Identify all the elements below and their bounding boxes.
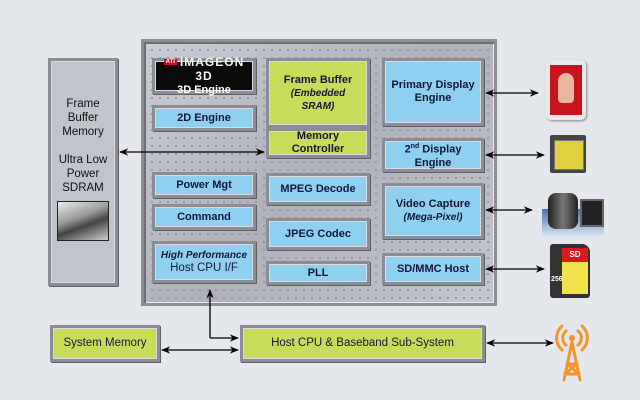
imageon-logo-text: IMAGEON 3D bbox=[179, 54, 245, 83]
mpeg-decode-block: MPEG Decode bbox=[266, 173, 370, 205]
video-capture-line2: (Mega-Pixel) bbox=[403, 212, 463, 223]
fb-memory-line: Memory bbox=[62, 126, 104, 138]
2d-engine-block: 2D Engine bbox=[152, 105, 256, 131]
frame-buffer-line1: Frame Buffer bbox=[283, 73, 353, 86]
second-display-num: 2 bbox=[404, 143, 411, 156]
primary-display-engine-block: Primary Display Engine bbox=[382, 58, 484, 126]
color-lcd-display-icon bbox=[546, 60, 586, 120]
command-label: Command bbox=[177, 210, 231, 223]
sd-mmc-host-label: SD/MMC Host bbox=[396, 262, 470, 275]
second-display-sup: nd bbox=[410, 143, 420, 151]
video-capture-block: Video Capture (Mega-Pixel) bbox=[382, 183, 484, 239]
jpeg-codec-block: JPEG Codec bbox=[266, 218, 370, 250]
ati-logo: ATI bbox=[163, 59, 177, 66]
sdram-line: Power bbox=[66, 168, 100, 180]
frame-buffer-memory-block: Frame Buffer Memory Ultra Low Power SDRA… bbox=[48, 58, 118, 286]
sd-card-capacity: 256 bbox=[551, 276, 563, 283]
memory-chip-photo-icon bbox=[57, 201, 109, 241]
sdram-line: SDRAM bbox=[62, 182, 104, 194]
frame-buffer-line3: SRAM) bbox=[301, 100, 335, 112]
host-cpu-interface-block: High Performance Host CPU I/F bbox=[152, 241, 256, 283]
power-mgt-label: Power Mgt bbox=[176, 178, 232, 191]
camera-sensor-icon bbox=[542, 185, 604, 237]
mono-lcd-display-icon bbox=[550, 135, 586, 173]
second-display-rest: Display bbox=[419, 143, 462, 156]
memory-controller-block: Memory Controller bbox=[266, 128, 370, 158]
system-memory-label: System Memory bbox=[63, 337, 147, 349]
system-memory-block: System Memory bbox=[50, 325, 160, 362]
frame-buffer-line2: (Embedded bbox=[290, 87, 346, 99]
host-cpu-baseband-block: Host CPU & Baseband Sub-System bbox=[240, 325, 485, 362]
fb-memory-line: Frame bbox=[66, 98, 100, 110]
memory-controller-line1: Memory bbox=[296, 130, 340, 142]
host-cpu-baseband-label: Host CPU & Baseband Sub-System bbox=[271, 337, 454, 349]
pll-label: PLL bbox=[307, 266, 329, 279]
second-display-line2: Engine bbox=[414, 156, 452, 169]
power-mgt-block: Power Mgt bbox=[152, 172, 256, 198]
jpeg-codec-label: JPEG Codec bbox=[284, 227, 352, 240]
frame-buffer-block: Frame Buffer (Embedded SRAM) bbox=[266, 58, 370, 128]
video-capture-line1: Video Capture bbox=[395, 198, 471, 210]
sd-mmc-host-block: SD/MMC Host bbox=[382, 253, 484, 285]
primary-display-line1: Primary Display bbox=[391, 79, 475, 91]
sd-card-icon: SD 256 bbox=[550, 244, 590, 298]
fb-memory-line: Buffer bbox=[67, 112, 99, 124]
pll-block: PLL bbox=[266, 261, 370, 285]
memory-controller-line2: Controller bbox=[291, 143, 345, 155]
second-display-engine-block: 2nd Display Engine bbox=[382, 138, 484, 172]
primary-display-line2: Engine bbox=[414, 92, 452, 104]
3d-engine-label: 3D Engine bbox=[177, 83, 231, 96]
2d-engine-label: 2D Engine bbox=[177, 111, 231, 124]
command-block: Command bbox=[152, 204, 256, 230]
sdram-line: Ultra Low bbox=[58, 154, 108, 166]
host-cpu-if-line2: Host CPU I/F bbox=[170, 262, 238, 274]
host-cpu-if-line1: High Performance bbox=[160, 250, 248, 261]
radio-antenna-icon bbox=[555, 324, 589, 382]
mpeg-decode-label: MPEG Decode bbox=[280, 182, 356, 195]
